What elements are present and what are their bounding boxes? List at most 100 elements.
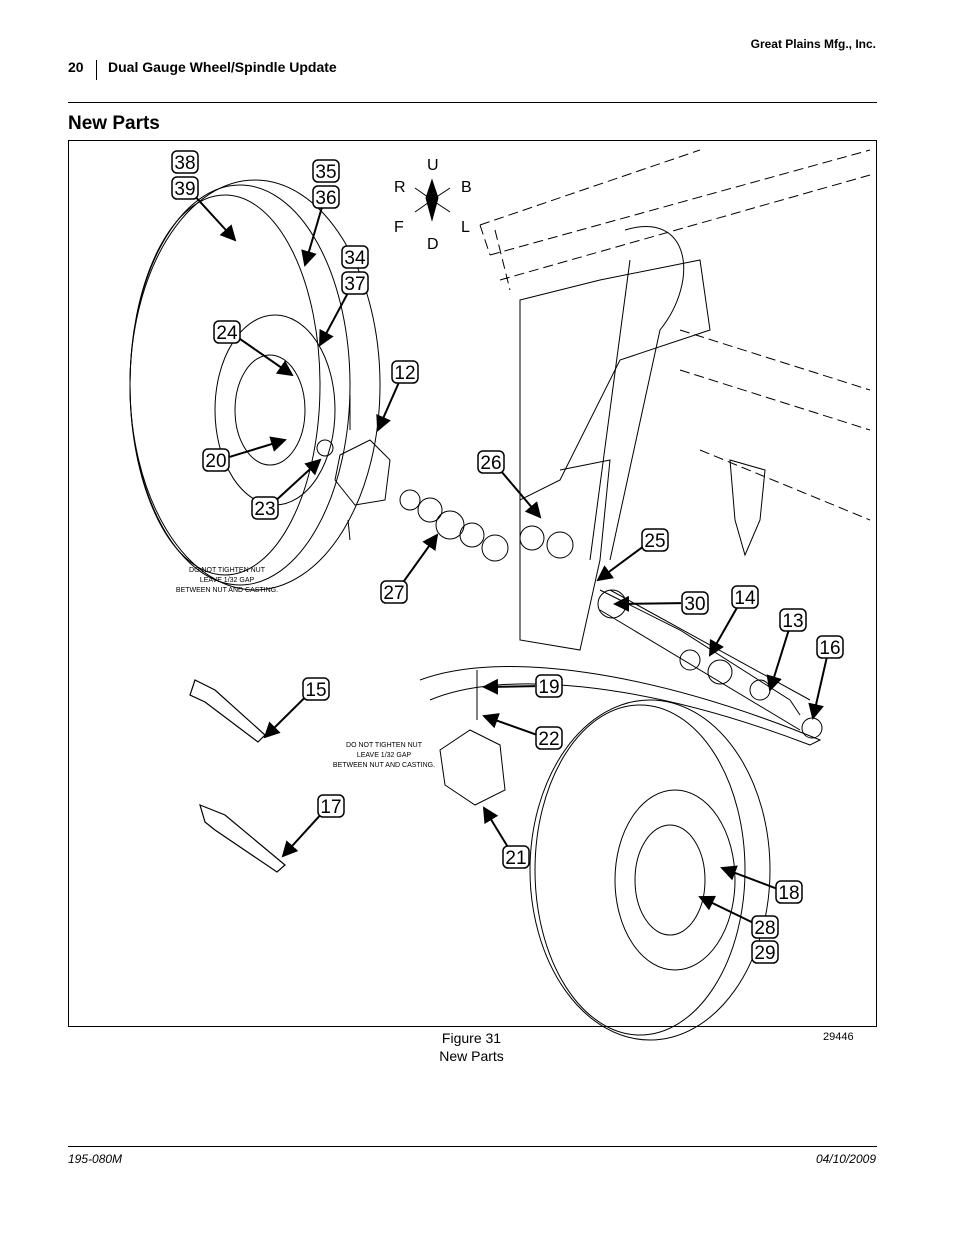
- callout-arrow: [281, 813, 323, 858]
- callout-number: 38: [174, 153, 195, 174]
- callout-number: 13: [782, 611, 803, 632]
- compass: U R B F L D: [394, 157, 472, 253]
- callout-arrow: [238, 337, 294, 377]
- callout-arrow: [808, 657, 828, 720]
- callout-number: 25: [644, 531, 665, 552]
- callout-box: [477, 450, 505, 474]
- callout-box: [751, 940, 779, 964]
- callout-box: [202, 448, 230, 472]
- callout-number: 27: [383, 583, 404, 604]
- callout-box: [775, 880, 803, 904]
- callout-box: [341, 271, 369, 295]
- callout-box: [251, 496, 279, 520]
- callout-arrow: [482, 806, 510, 849]
- figure-frame: [68, 140, 877, 1027]
- callout-arrow: [193, 195, 237, 242]
- callout-arrow: [698, 895, 753, 924]
- callout-arrow: [482, 678, 536, 695]
- svg-text:LEAVE 1/32 GAP: LEAVE 1/32 GAP: [200, 577, 255, 584]
- callout-arrow: [274, 458, 322, 502]
- callout-number: 16: [819, 638, 840, 659]
- callout-arrow: [401, 533, 439, 584]
- figure-caption: Figure 31 New Parts: [68, 1029, 875, 1065]
- callout-number: 29: [754, 943, 775, 964]
- header-rule: [68, 102, 877, 103]
- compass-front-label: F: [394, 219, 404, 236]
- svg-text:LEAVE 1/32 GAP: LEAVE 1/32 GAP: [357, 752, 412, 759]
- left-wheel: [129, 179, 381, 591]
- callout-box: [213, 320, 241, 344]
- document-number: 195-080M: [68, 1152, 123, 1166]
- callout-number: 28: [754, 918, 775, 939]
- callout-box: [312, 185, 340, 209]
- callout-arrow: [766, 630, 790, 692]
- compass-down-label: D: [427, 236, 439, 253]
- svg-text:BETWEEN NUT AND CASTING.: BETWEEN NUT AND CASTING.: [176, 587, 278, 594]
- svg-text:DO NOT TIGHTEN NUT: DO NOT TIGHTEN NUT: [346, 742, 423, 749]
- assembly-note-2: DO NOT TIGHTEN NUT LEAVE 1/32 GAP BETWEEN …: [333, 742, 435, 769]
- callout-box: [681, 591, 709, 615]
- callout-box: [391, 360, 419, 384]
- left-hub-parts: [316, 395, 823, 739]
- chapter-title: Dual Gauge Wheel/Spindle Update: [108, 59, 337, 75]
- callout-arrow: [301, 207, 323, 267]
- callout-box: [779, 608, 807, 632]
- callout-number: 19: [538, 677, 559, 698]
- company-name: Great Plains Mfg., Inc.: [750, 37, 876, 51]
- callout-number: 39: [174, 179, 195, 200]
- callout-box: [751, 915, 779, 939]
- callout-arrow: [482, 713, 537, 736]
- callout-box: [380, 580, 408, 604]
- callout-box: [171, 150, 199, 174]
- callout-arrow: [229, 436, 287, 458]
- callout-box: [341, 245, 369, 269]
- callout-box: [641, 528, 669, 552]
- callout-number: 17: [320, 797, 341, 818]
- callout-box: [535, 674, 563, 698]
- callout-box: [502, 845, 530, 869]
- callout-number: 22: [538, 729, 559, 750]
- callout-number: 34: [344, 248, 366, 269]
- svg-text:DO NOT TIGHTEN NUT: DO NOT TIGHTEN NUT: [189, 567, 266, 574]
- figure-number: Figure 31: [441, 1030, 502, 1046]
- callout-box: [317, 794, 345, 818]
- callout-box: [731, 585, 759, 609]
- compass-right-label: R: [394, 179, 406, 196]
- page-number: 20: [68, 59, 84, 75]
- frame-assembly: [419, 149, 871, 746]
- callout-number: 37: [344, 274, 365, 295]
- callout-number: 15: [305, 680, 326, 701]
- header-divider: [96, 60, 97, 80]
- callout-number: 18: [778, 883, 799, 904]
- callout-number: 26: [480, 453, 501, 474]
- callout-number: 21: [505, 848, 526, 869]
- callout-number: 35: [315, 162, 336, 183]
- callout-arrow: [263, 695, 307, 739]
- drawing-number: 29446: [823, 1031, 854, 1043]
- callout-number: 24: [216, 323, 238, 344]
- callout-number: 14: [734, 588, 756, 609]
- assembly-note-1: DO NOT TIGHTEN NUT LEAVE 1/32 GAP BETWEEN …: [176, 567, 278, 594]
- callout-box: [171, 176, 199, 200]
- right-wheel: [439, 670, 771, 1041]
- callout-box: [312, 159, 340, 183]
- revision-date: 04/10/2009: [815, 1152, 876, 1166]
- section-title: New Parts: [68, 113, 160, 134]
- callout-arrow: [319, 292, 349, 347]
- callout-box: [302, 677, 330, 701]
- callout-arrow: [596, 545, 645, 582]
- wrenches: [189, 679, 286, 873]
- callout-arrow: [613, 595, 682, 612]
- callout-box: [816, 635, 844, 659]
- callout-number: 23: [254, 499, 275, 520]
- callout-arrow: [376, 381, 401, 432]
- callout-number: 30: [684, 594, 705, 615]
- svg-text:BETWEEN NUT AND CASTING.: BETWEEN NUT AND CASTING.: [333, 762, 435, 769]
- callout-arrow: [499, 469, 542, 519]
- compass-up-label: U: [427, 157, 439, 174]
- callout-arrow: [709, 605, 739, 657]
- footer-rule: [68, 1146, 877, 1147]
